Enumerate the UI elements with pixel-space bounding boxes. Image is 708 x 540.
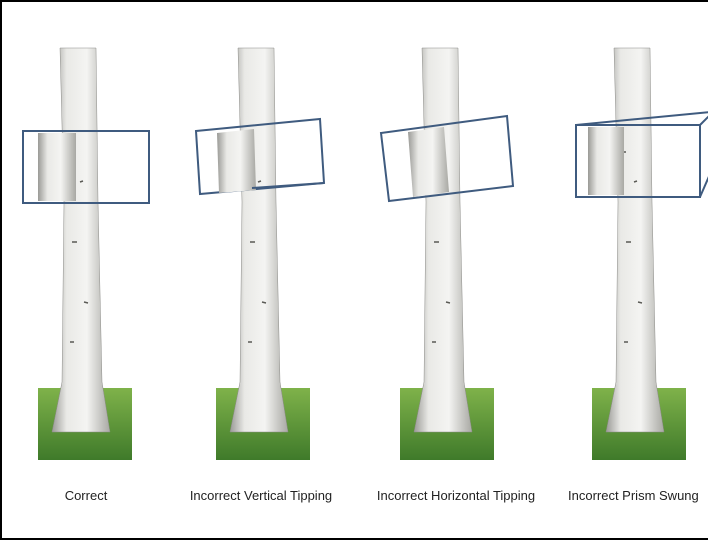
panel-correct (22, 47, 150, 460)
caption-horizontal-tipping: Incorrect Horizontal Tipping (376, 488, 536, 503)
panel-horizontal-tipping (379, 47, 515, 460)
offset-trunk-segment (217, 129, 256, 193)
caption-prism-swung: Incorrect Prism Swung (568, 488, 699, 503)
tree-trunk (605, 47, 665, 433)
prism-view-box (22, 130, 150, 204)
prism-view-box (379, 114, 515, 203)
caption-correct: Correct (64, 488, 108, 503)
tree-trunk (413, 47, 473, 433)
prism-edge (251, 182, 325, 189)
prism-side-face (575, 111, 708, 126)
prism-side-edge (699, 115, 708, 126)
panel-prism-swung (575, 47, 708, 460)
offset-trunk-segment (38, 133, 76, 201)
offset-trunk-segment (588, 127, 624, 195)
panel-vertical-tipping (194, 47, 326, 460)
caption-vertical-tipping: Incorrect Vertical Tipping (189, 488, 333, 503)
prism-side-face-bottom (699, 176, 708, 198)
tree-trunk (51, 47, 111, 433)
offset-trunk-segment (408, 127, 449, 197)
tree-trunk (229, 47, 289, 433)
prism-view-box (575, 124, 701, 198)
